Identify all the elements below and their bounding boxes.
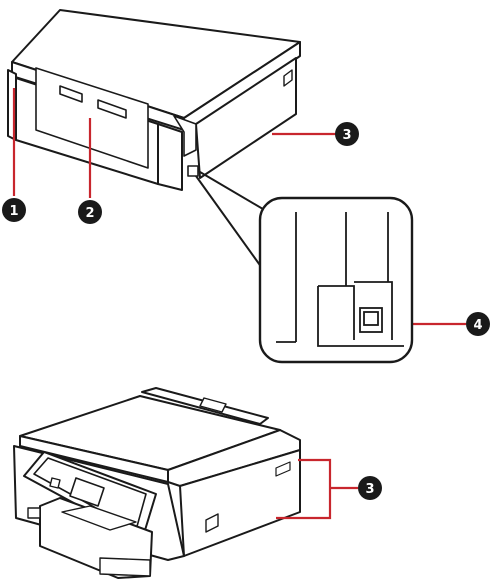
- leader-lines-bottom: [276, 458, 358, 520]
- callout-4-label: 4: [473, 318, 482, 333]
- callout-1-label: 1: [9, 204, 18, 219]
- callout-2: 2: [78, 200, 102, 224]
- side-vent: [283, 69, 293, 87]
- rear-corner-post: [157, 123, 183, 191]
- cover-handle-right: [97, 99, 127, 119]
- memory-card-slot: [27, 507, 41, 519]
- leader-lines-top: [12, 88, 466, 326]
- output-tray-extension: [61, 505, 137, 531]
- callout-4: 4: [466, 312, 490, 336]
- rear-corner-bracket: [173, 115, 197, 157]
- panel-button: [49, 477, 61, 489]
- cover-handle-left: [59, 85, 83, 103]
- callout-3b-label: 3: [365, 482, 374, 497]
- callout-3b: 3: [358, 476, 382, 500]
- rear-usb-port: [187, 165, 199, 177]
- printer-front-view: [13, 387, 301, 579]
- body-side-right: [195, 57, 297, 179]
- panel-lcd-screen: [69, 477, 105, 507]
- front-side-vent: [275, 461, 291, 477]
- paper-support-tab: [199, 397, 227, 413]
- zoom-lines: [195, 171, 269, 269]
- callout-3a-label: 3: [342, 128, 351, 143]
- callout-3a: 3: [335, 122, 359, 146]
- usb-port: [359, 307, 383, 333]
- callout-2-label: 2: [85, 206, 94, 221]
- printer-rear-view: [7, 9, 301, 191]
- output-tray-stopper: [99, 557, 151, 577]
- callout-1: 1: [2, 198, 26, 222]
- zoom-inset-frame: [258, 196, 414, 364]
- front-side-port: [205, 513, 219, 533]
- zoom-inset: [258, 196, 414, 364]
